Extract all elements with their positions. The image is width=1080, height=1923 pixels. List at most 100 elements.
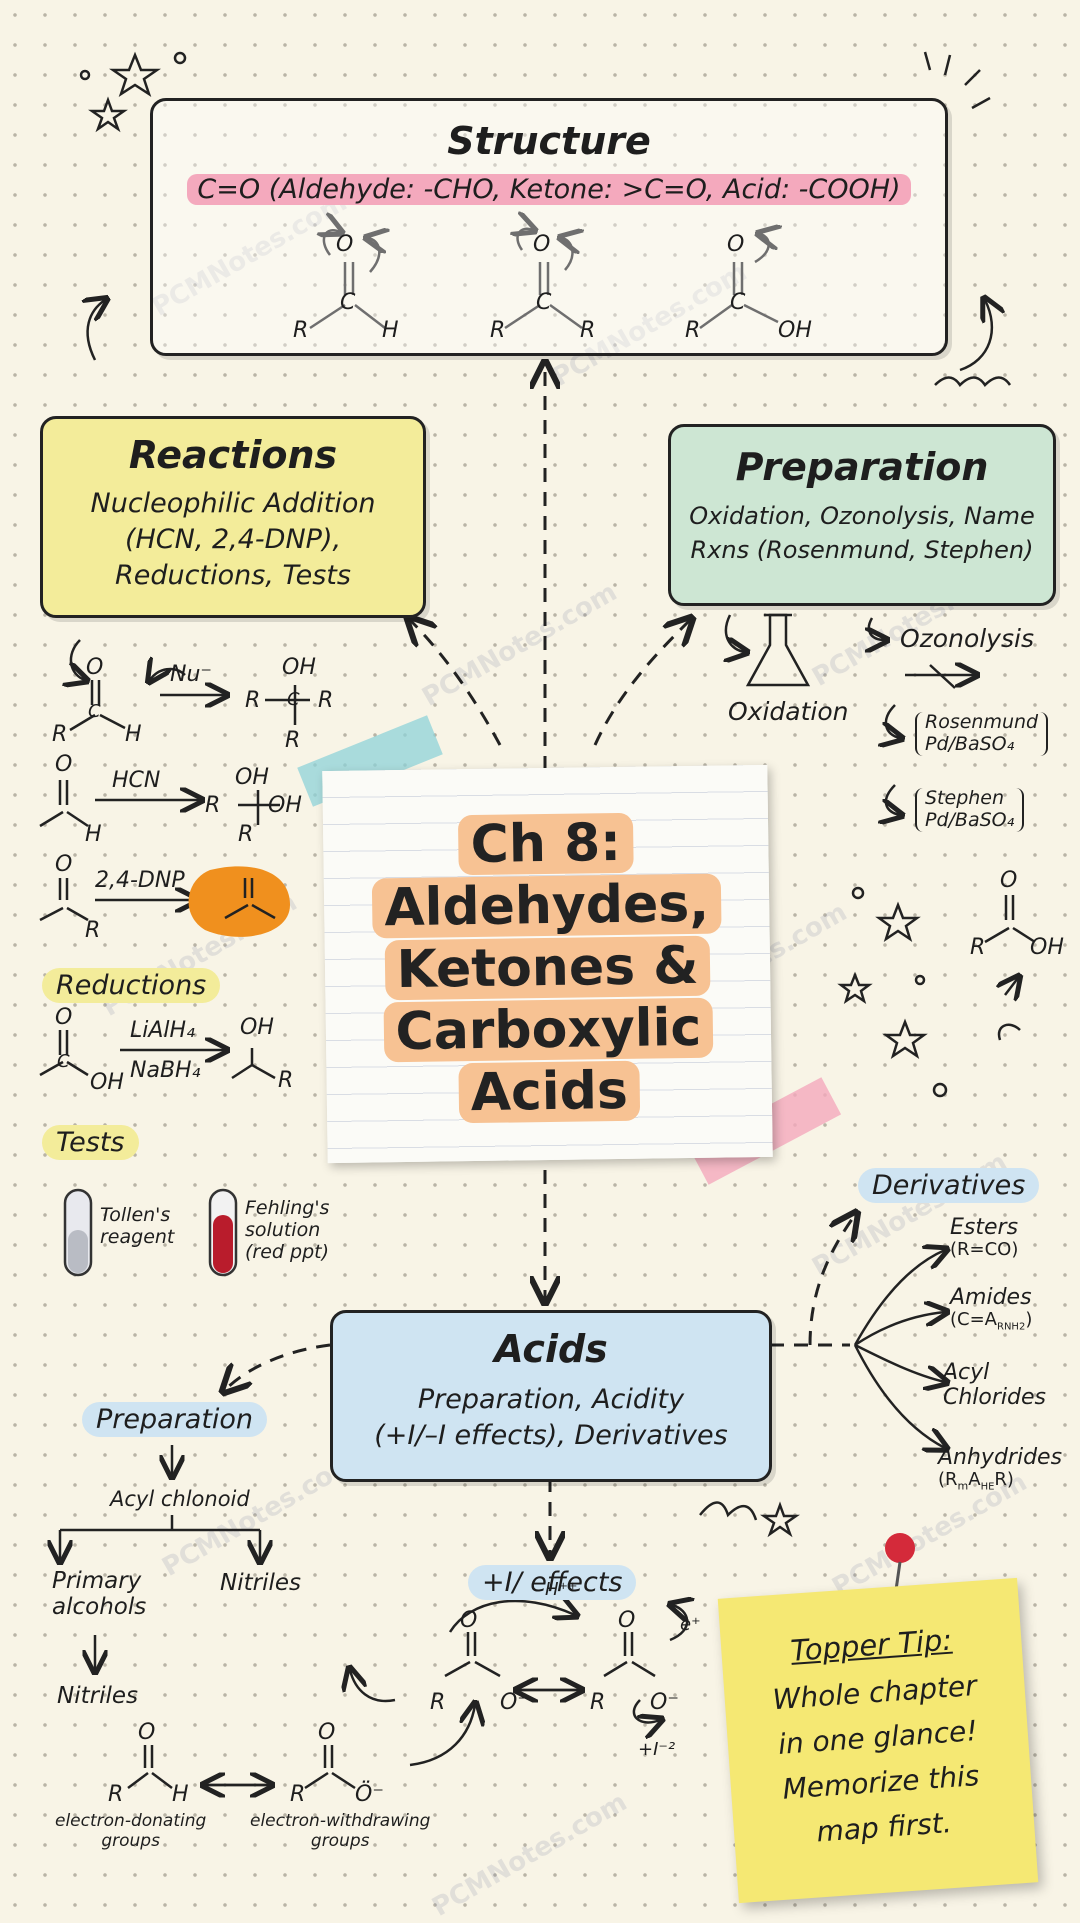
derivative-anhydrides: Anhydrides (RmAHER) bbox=[938, 1445, 1062, 1494]
reactions-box: Reactions Nucleophilic Addition (HCN, 2,… bbox=[40, 416, 426, 618]
nu-label: Nu⁻ bbox=[170, 662, 213, 687]
atom-oh: OH bbox=[282, 655, 316, 680]
atom-r: R bbox=[285, 728, 301, 753]
chapter-title-line4: Carboxylic bbox=[326, 997, 772, 1063]
atom-o: O bbox=[86, 655, 104, 680]
derivative-name: Amides bbox=[950, 1285, 1032, 1310]
ewg-line2: groups bbox=[310, 1830, 370, 1851]
anhydride-a: A bbox=[968, 1469, 981, 1491]
atom-r: R bbox=[318, 688, 334, 713]
atom-r: R bbox=[205, 793, 221, 818]
derivative-formula-row: (RmAHER) bbox=[938, 1469, 1062, 1493]
atom-o: O bbox=[1000, 868, 1018, 893]
topper-tip-line2: in one glance! bbox=[777, 1714, 979, 1761]
acids-title: Acids bbox=[494, 1327, 608, 1371]
structure-title: Structure bbox=[447, 119, 651, 163]
derivative-acyl-chlorides: Acyl Chlorides bbox=[943, 1360, 1046, 1411]
preparation-box: Preparation Oxidation, Ozonolysis, Name … bbox=[668, 424, 1056, 606]
h-plus-label: H⁺⁺ bbox=[545, 1579, 578, 1600]
derivative-amides: Amides (C=ARNH2) bbox=[950, 1285, 1032, 1333]
dnp-label: 2,4-DNP bbox=[95, 868, 185, 893]
atom-o: O bbox=[138, 1720, 156, 1745]
preparation-title: Preparation bbox=[735, 445, 989, 489]
atom-r: R bbox=[52, 722, 68, 747]
preparation-line2: Rxns (Rosenmund, Stephen) bbox=[690, 536, 1034, 564]
derivative-formula: (R=CO) bbox=[950, 1239, 1019, 1261]
topper-tip-line4: map first. bbox=[815, 1806, 953, 1849]
acids-line2: (+I/–I effects), Derivatives bbox=[374, 1420, 728, 1451]
atom-o: O bbox=[727, 232, 745, 257]
chapter-title-line2: Aldehydes, bbox=[324, 873, 770, 939]
primary-alcohols-line1: Primary bbox=[52, 1568, 142, 1594]
atom-r: R bbox=[278, 1068, 294, 1093]
atom-r: R bbox=[580, 318, 596, 343]
stephen-line2: Pd/BaSO₄ bbox=[925, 808, 1015, 831]
atom-o: O bbox=[460, 1608, 478, 1633]
fehlings-label: Fehling's solution (red ppt) bbox=[245, 1197, 330, 1264]
oxidation-label: Oxidation bbox=[728, 697, 849, 726]
topper-tip-sticky-note: Topper Tip: Whole chapter in one glance!… bbox=[717, 1577, 1039, 1904]
primary-alcohols-line2: alcohols bbox=[52, 1594, 147, 1621]
nitriles-right-label: Nitriles bbox=[220, 1570, 301, 1596]
atom-r: R bbox=[590, 1690, 606, 1715]
chapter-title-line1: Ch 8: bbox=[323, 811, 769, 877]
acyl-chloride-label: Acyl chlonoid bbox=[110, 1487, 250, 1511]
structure-subtitle-text: C=O (Aldehyde: -CHO, Ketone: >C=O, Acid:… bbox=[187, 174, 911, 205]
reactions-line3: Reductions, Tests bbox=[115, 560, 351, 591]
chapter-title-line5: Acids bbox=[326, 1059, 772, 1125]
fehlings-line2: solution bbox=[245, 1218, 321, 1241]
plus-i-label: +I⁻² bbox=[638, 1739, 676, 1760]
fehlings-line1: Fehling's bbox=[245, 1197, 330, 1219]
derivative-formula: (C=A bbox=[950, 1309, 997, 1331]
orange-ketone-blob bbox=[188, 866, 290, 937]
edg-label: electron-donating groups bbox=[55, 1811, 206, 1851]
topper-tip-line1: Whole chapter bbox=[771, 1669, 978, 1717]
ozonolysis-label: Ozonolysis bbox=[900, 624, 1034, 653]
atom-r: R bbox=[238, 822, 254, 847]
atom-r: R bbox=[970, 935, 986, 960]
atom-r: R bbox=[293, 318, 309, 343]
chapter-title-text: Aldehydes, bbox=[371, 873, 722, 939]
atom-o: O bbox=[318, 1720, 336, 1745]
atom-o: O bbox=[618, 1608, 636, 1633]
edg-line2: groups bbox=[101, 1830, 160, 1851]
atom-oh: OH bbox=[90, 1070, 124, 1095]
anhydride-m: m bbox=[957, 1479, 969, 1493]
atom-r: R bbox=[108, 1782, 124, 1807]
chapter-title-line3: Ketones & bbox=[325, 935, 771, 1001]
atom-c: C bbox=[57, 1051, 70, 1072]
structure-box: Structure C=O (Aldehyde: -CHO, Ketone: >… bbox=[150, 98, 948, 356]
anhydride-sub: HE bbox=[980, 1481, 995, 1493]
ewg-line1: electron-withdrawing bbox=[250, 1811, 431, 1831]
derivative-formula-row: (C=ARNH2) bbox=[950, 1309, 1033, 1333]
structure-subtitle: C=O (Aldehyde: -CHO, Ketone: >C=O, Acid:… bbox=[153, 173, 945, 207]
lialh4-label: LiAlH₄ bbox=[130, 1018, 195, 1043]
acids-line1: Preparation, Acidity bbox=[417, 1384, 685, 1415]
atom-h: H bbox=[85, 822, 102, 847]
atom-r: R bbox=[490, 318, 506, 343]
reactions-title: Reactions bbox=[128, 433, 338, 477]
atom-o: O bbox=[55, 1005, 73, 1030]
atom-oh: OH bbox=[240, 1015, 274, 1040]
derivatives-label: Derivatives bbox=[858, 1168, 1040, 1203]
amides-subscript: RNH2 bbox=[997, 1321, 1026, 1333]
stephen-label: Stephen Pd/BaSO₄ bbox=[915, 787, 1025, 832]
inductive-effects-label: +I/ effects bbox=[468, 1565, 637, 1600]
atom-oh-minus: Ö⁻ bbox=[355, 1782, 384, 1807]
chapter-title-note: Ch 8: Aldehydes, Ketones & Carboxylic Ac… bbox=[322, 764, 773, 1164]
atom-c: C bbox=[536, 290, 552, 315]
stephen-line1: Stephen bbox=[925, 787, 1005, 809]
ewg-label: electron-withdrawing groups bbox=[250, 1811, 431, 1851]
acids-box: Acids Preparation, Acidity (+I/–I effect… bbox=[330, 1310, 772, 1482]
atom-oh: OH bbox=[1030, 935, 1064, 960]
primary-alcohols-label: Primary alcohols bbox=[52, 1568, 146, 1621]
reactions-line1: Nucleophilic Addition bbox=[90, 488, 376, 519]
tollens-line2: reagent bbox=[100, 1225, 175, 1248]
rosenmund-label: Rosenmund Pd/BaSO₄ bbox=[915, 711, 1049, 756]
atom-r: R bbox=[85, 918, 101, 943]
atom-h: H bbox=[172, 1782, 189, 1807]
atom-c: C bbox=[287, 689, 300, 710]
atom-c: C bbox=[340, 290, 356, 315]
derivative-formula: (R bbox=[938, 1469, 958, 1491]
